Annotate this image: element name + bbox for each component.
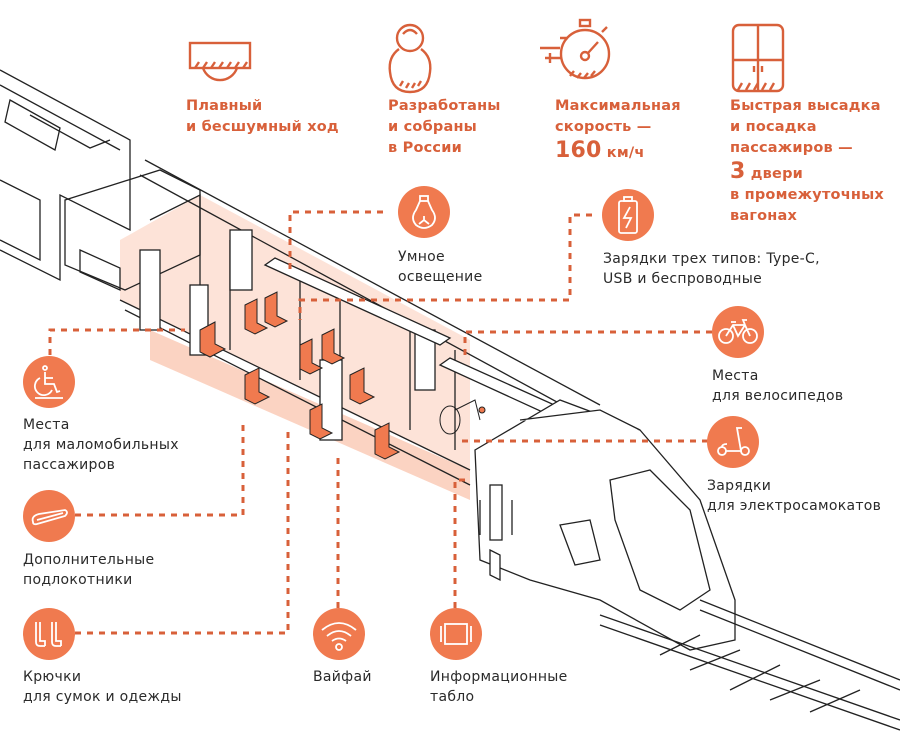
- lighting-badge: [398, 186, 450, 238]
- callout-text: Вайфай: [313, 669, 372, 685]
- doors-value: 3: [730, 159, 746, 184]
- callout-text: для сумок и одежды: [23, 689, 182, 705]
- cabin-interior: [120, 195, 470, 470]
- feature-fast-boarding: Быстрая высадка и посадка пассажиров — 3…: [730, 96, 884, 227]
- callout-text: Информационные: [430, 669, 568, 685]
- bikes-badge: [712, 306, 764, 358]
- speed-unit: км/ч: [601, 145, 645, 161]
- leader-accessible: [48, 328, 185, 355]
- door-icon: [731, 23, 785, 93]
- scooters-badge: [707, 416, 759, 468]
- bikes-label: Места для велосипедов: [712, 366, 843, 406]
- feature-text: в промежуточных: [730, 187, 884, 203]
- leader-displays: [453, 478, 470, 608]
- leader-bikes: [463, 330, 712, 360]
- wifi-badge: [313, 608, 365, 660]
- wifi-label: Вайфай: [313, 667, 372, 687]
- callout-text: Зарядки: [707, 478, 772, 494]
- callout-text: для маломобильных: [23, 437, 179, 453]
- callout-text: подлокотники: [23, 572, 133, 588]
- light-bulb-icon: [412, 195, 436, 229]
- accessible-label: Места для маломобильных пассажиров: [23, 415, 179, 475]
- rails: [599, 599, 900, 731]
- middle-car: [64, 159, 601, 486]
- callout-text: USB и беспроводные: [603, 271, 763, 287]
- rear-car: [0, 69, 131, 282]
- stopwatch-icon: [540, 18, 611, 80]
- feature-text: Максимальная: [555, 98, 681, 114]
- bicycle-icon: [718, 319, 758, 344]
- callout-text: Места: [712, 368, 759, 384]
- feature-text: в России: [388, 140, 462, 156]
- displays-badge: [430, 608, 482, 660]
- displays-label: Информационные табло: [430, 667, 568, 707]
- armrests-label: Дополнительные подлокотники: [23, 550, 154, 590]
- scooters-label: Зарядки для электросамокатов: [707, 476, 881, 516]
- leader-lines: [48, 210, 712, 635]
- callout-text: Умное: [398, 249, 445, 265]
- scooter-icon: [717, 427, 750, 456]
- seats: [199, 291, 401, 460]
- leader-chargers: [298, 213, 592, 320]
- feature-text: и посадка: [730, 119, 817, 135]
- feature-made-in-russia: Разработаны и собраны в России: [388, 96, 501, 159]
- feature-text: пассажиров —: [730, 140, 853, 156]
- feature-text: вагонах: [730, 208, 798, 224]
- hooks-label: Крючки для сумок и одежды: [23, 667, 182, 707]
- callout-text: Крючки: [23, 669, 82, 685]
- feature-max-speed: Максимальная скорость — 160 км/ч: [555, 96, 681, 164]
- callout-text: освещение: [398, 269, 483, 285]
- callout-text: Места: [23, 417, 70, 433]
- chargers-badge: [602, 189, 654, 241]
- doors-unit: двери: [745, 166, 804, 182]
- feature-text: Плавный: [186, 98, 263, 114]
- feature-text: Быстрая высадка: [730, 98, 881, 114]
- feature-text: и собраны: [388, 119, 477, 135]
- callout-text: пассажиров: [23, 457, 116, 473]
- leader-lighting: [288, 210, 383, 272]
- lighting-label: Умное освещение: [398, 247, 483, 287]
- callout-text: Зарядки трех типов: Type-C,: [603, 251, 820, 267]
- callout-text: для велосипедов: [712, 388, 844, 404]
- feature-smooth-ride: Плавный и бесшумный ход: [186, 96, 339, 138]
- wheelchair-icon: [33, 365, 63, 399]
- matryoshka-icon: [388, 23, 432, 94]
- wifi-icon: [321, 622, 357, 651]
- callout-text: для электросамокатов: [707, 498, 882, 514]
- wheel-smooth-icon: [188, 41, 252, 82]
- chargers-label: Зарядки трех типов: Type-C, USB и беспро…: [603, 249, 820, 289]
- callout-text: табло: [430, 689, 475, 705]
- leader-hooks: [75, 430, 290, 635]
- hooks-icon: [35, 622, 62, 647]
- display-icon: [440, 623, 472, 645]
- armrests-badge: [23, 490, 75, 542]
- locomotive: [474, 399, 736, 651]
- accessible-badge: [23, 356, 75, 408]
- callout-text: Дополнительные: [23, 552, 155, 568]
- feature-text: скорость —: [555, 119, 652, 135]
- feature-text: и бесшумный ход: [186, 119, 339, 135]
- armrest-icon: [31, 509, 68, 526]
- bicycle-drawing: [439, 399, 486, 435]
- leader-armrests: [75, 420, 245, 517]
- speed-value: 160: [555, 138, 602, 163]
- feature-text: Разработаны: [388, 98, 501, 114]
- battery-icon: [618, 196, 638, 234]
- hooks-badge: [23, 608, 75, 660]
